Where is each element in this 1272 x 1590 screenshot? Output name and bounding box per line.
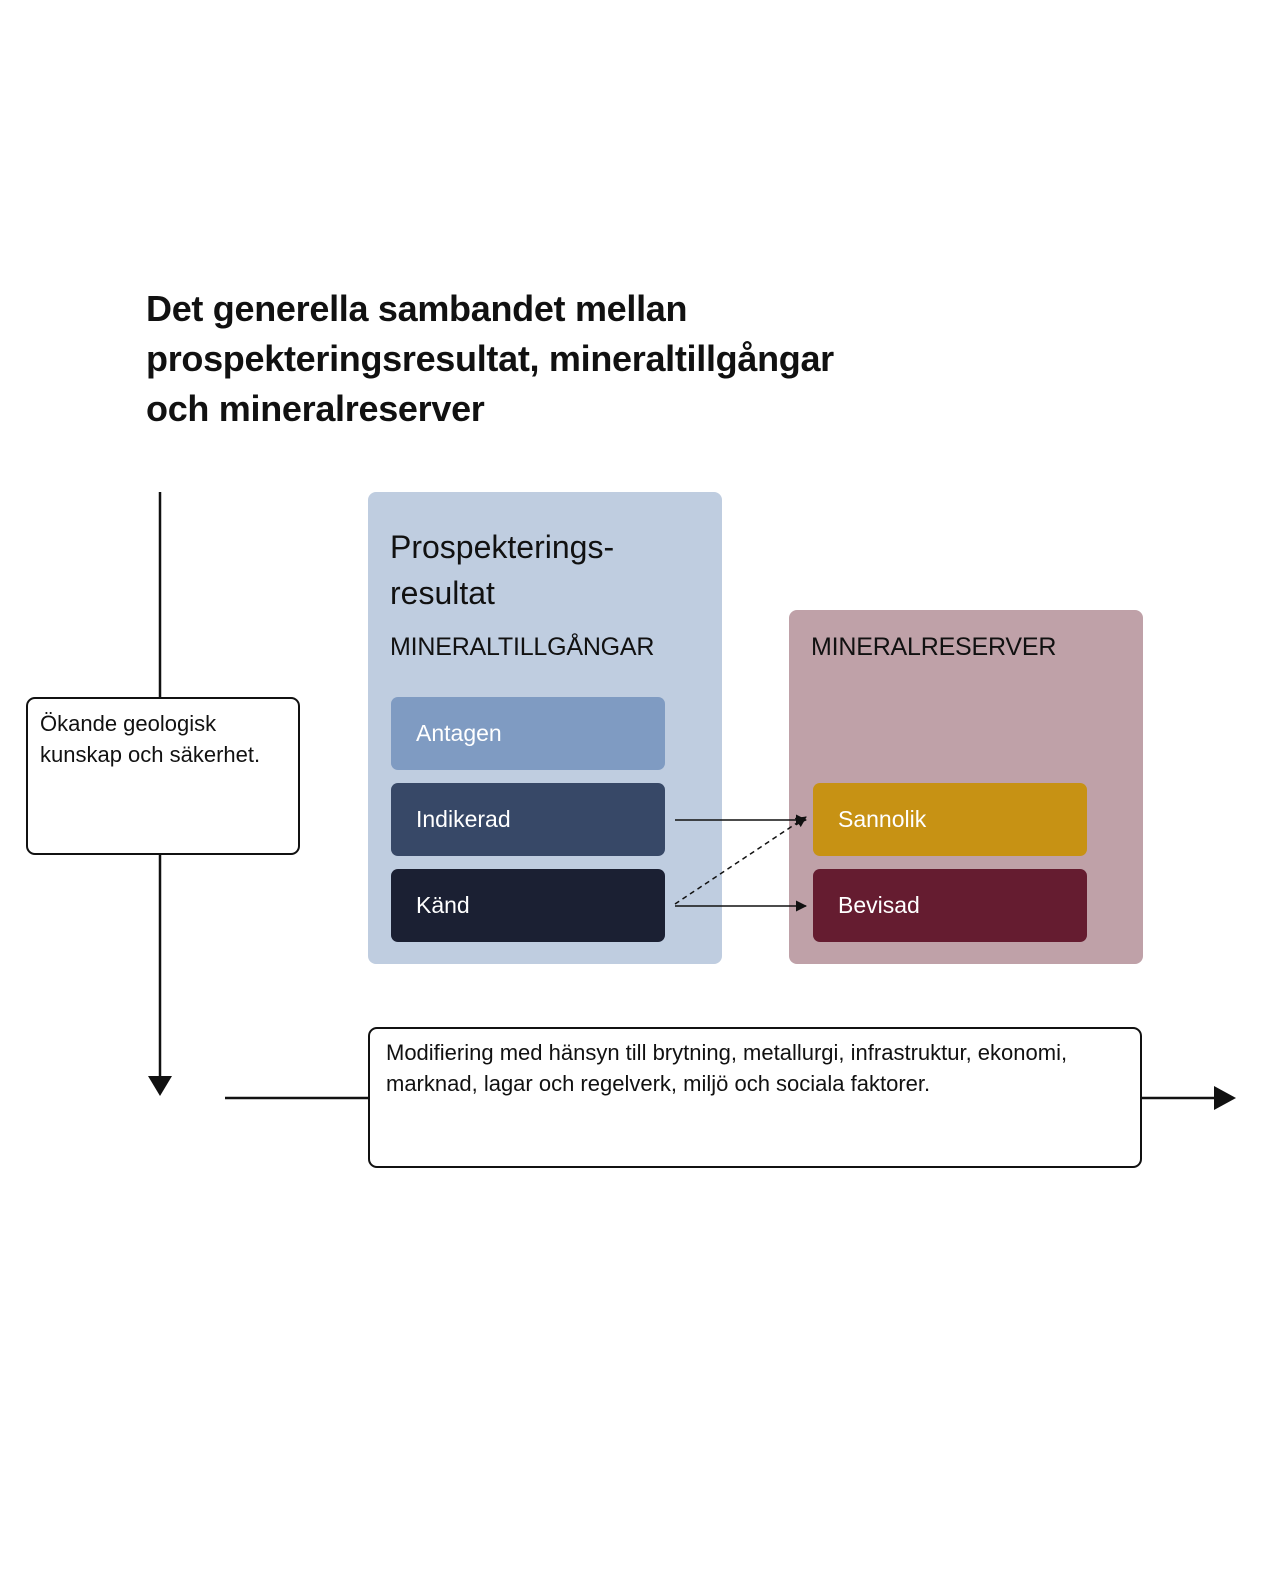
proved-box: Bevisad <box>813 869 1087 942</box>
exploration-results-line-1: Prospekterings- <box>390 529 615 565</box>
indicated-box: Indikerad <box>391 783 665 856</box>
knowledge-axis-arrowhead <box>148 1076 172 1096</box>
measured-to-probable-dashed-arrow <box>674 816 807 905</box>
mineral-reserves-panel: MINERALRESERVER Sannolik Bevisad <box>789 610 1143 964</box>
geological-knowledge-note: Ökande geologisk kunskap och säkerhet. <box>26 697 300 855</box>
exploration-results-line-2: resultat <box>390 575 495 611</box>
mineral-resources-panel: Prospekterings- resultat MINERALTILLGÅNG… <box>368 492 722 964</box>
inferred-box: Antagen <box>391 697 665 770</box>
modifying-axis-arrowhead <box>1214 1086 1236 1110</box>
title-line-3: och mineralreserver <box>146 388 485 429</box>
page-title: Det generella sambandet mellan prospekte… <box>146 284 1046 434</box>
modifying-factors-note: Modifiering med hänsyn till brytning, me… <box>368 1027 1142 1168</box>
measured-box: Känd <box>391 869 665 942</box>
title-line-2: prospekteringsresultat, mineraltillgånga… <box>146 338 834 379</box>
exploration-results-heading: Prospekterings- resultat <box>390 524 710 616</box>
mineral-resources-label: MINERALTILLGÅNGAR <box>390 633 655 661</box>
mineral-reserves-label: MINERALRESERVER <box>811 633 1057 661</box>
probable-box: Sannolik <box>813 783 1087 856</box>
title-line-1: Det generella sambandet mellan <box>146 288 688 329</box>
